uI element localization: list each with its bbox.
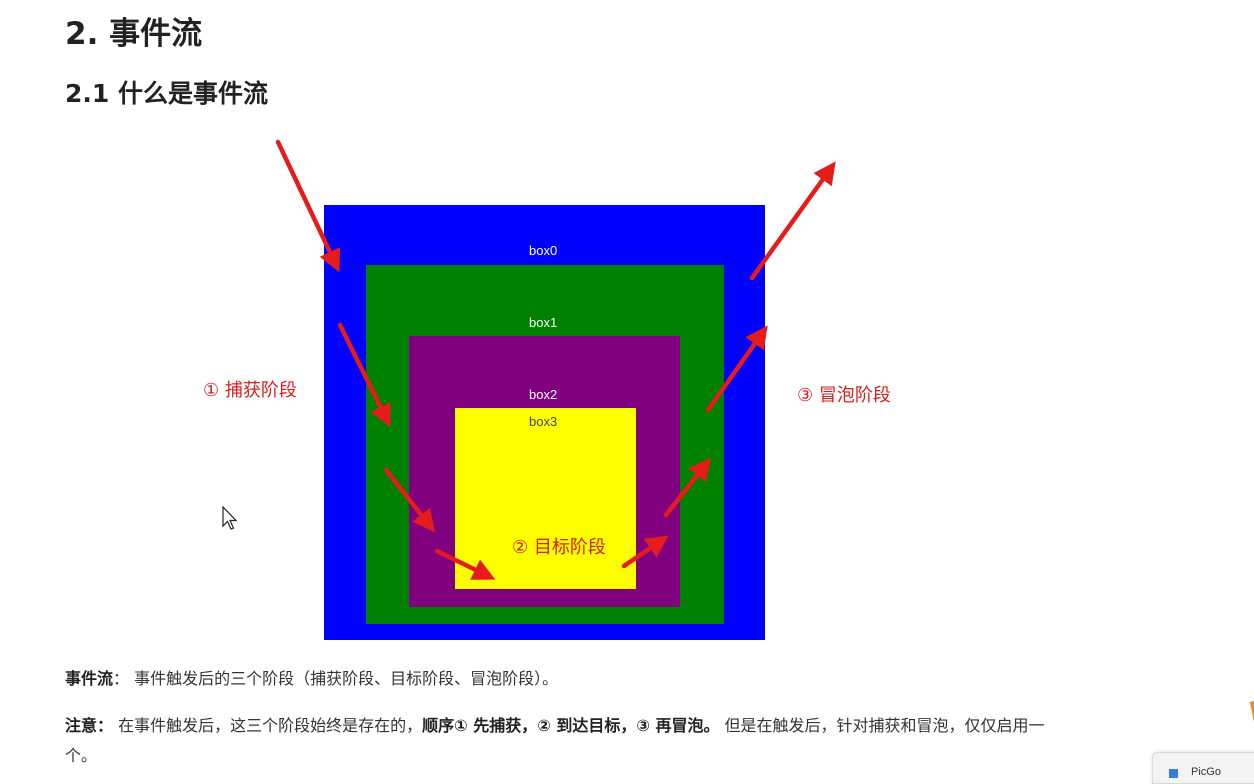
note-order: 顺序① 先捕获，② 到达目标，③ 再冒泡。 [422, 716, 720, 735]
app-icon [1169, 769, 1178, 778]
definition-text: 事件触发后的三个阶段（捕获阶段、目标阶段、冒泡阶段）。 [129, 669, 559, 688]
definition-term: 事件流 [65, 669, 114, 688]
target-phase-label: ② 目标阶段 [512, 537, 606, 558]
definition-colon: ： [113, 669, 130, 688]
taskbar-app-label: PicGo [1191, 766, 1221, 778]
box0-label: box0 [529, 243, 558, 258]
bubble-phase-label: ③ 冒泡阶段 [797, 385, 891, 406]
box2-label: box2 [529, 387, 558, 402]
section-heading: 2. 事件流 [65, 16, 203, 52]
note-paragraph: 注意： 在事件触发后，这三个阶段始终是存在的，顺序① 先捕获，② 到达目标，③ … [65, 711, 1045, 771]
event-flow-definition: 事件流： 事件触发后的三个阶段（捕获阶段、目标阶段、冒泡阶段）。 [65, 664, 1045, 694]
capture-phase-label: ① 捕获阶段 [203, 380, 297, 401]
note-text-1: 在事件触发后，这三个阶段始终是存在的， [113, 716, 423, 735]
taskbar-app-item[interactable]: PicGo [1152, 752, 1254, 784]
note-text-2: 但是在触发后，针对捕获和冒泡，仅仅启用一个。 [65, 716, 1045, 765]
note-label: 注意： [65, 716, 114, 735]
orange-edge-icon [1250, 701, 1254, 722]
box3-rect [455, 408, 636, 589]
mouse-cursor-icon [222, 506, 238, 530]
subsection-heading: 2.1 什么是事件流 [65, 79, 268, 108]
box1-label: box1 [529, 315, 558, 330]
box3-label: box3 [529, 414, 558, 429]
